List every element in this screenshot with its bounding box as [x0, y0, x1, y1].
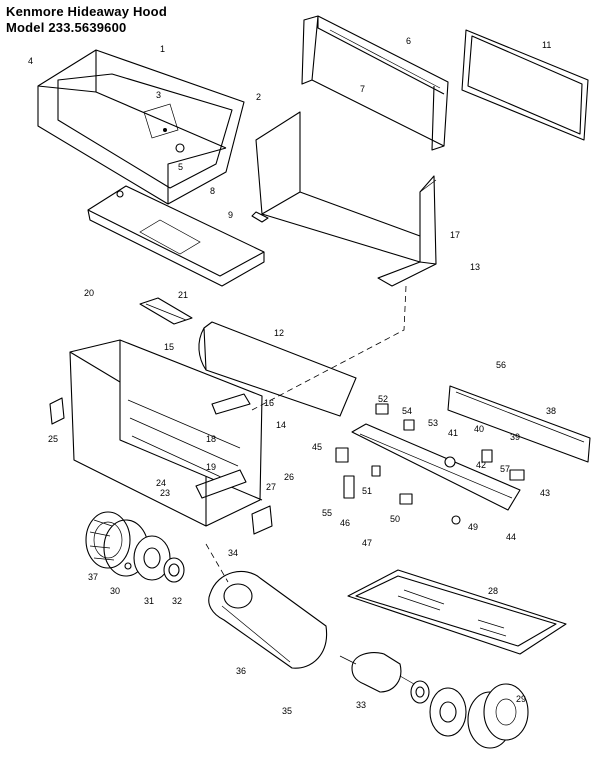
label-5: 5 — [178, 162, 183, 172]
part-37-blower-wheel — [85, 511, 149, 577]
part-36-cylinder-housing — [208, 570, 328, 669]
label-47: 47 — [362, 538, 372, 548]
label-37: 37 — [88, 572, 98, 582]
title-line-1: Kenmore Hideaway Hood — [6, 4, 167, 19]
part-21-strip — [139, 297, 193, 325]
label-42: 42 — [476, 460, 486, 470]
label-56: 56 — [496, 360, 506, 370]
lower-housing — [69, 339, 263, 527]
part-25-brackets — [49, 397, 273, 535]
diagram-title: Kenmore Hideaway Hood Model 233.5639600 — [6, 4, 167, 36]
label-15: 15 — [164, 342, 174, 352]
part-33-motor — [339, 651, 415, 693]
part-34-rod — [205, 543, 229, 583]
part-44-rail — [351, 423, 521, 511]
label-52: 52 — [378, 394, 388, 404]
label-16: 16 — [264, 398, 274, 408]
label-12: 12 — [274, 328, 284, 338]
label-33: 33 — [356, 700, 366, 710]
label-8: 8 — [210, 186, 215, 196]
label-29: 29 — [516, 694, 526, 704]
label-19: 19 — [206, 462, 216, 472]
label-14: 14 — [276, 420, 286, 430]
label-35: 35 — [282, 706, 292, 716]
label-31: 31 — [144, 596, 154, 606]
label-44: 44 — [506, 532, 516, 542]
part-labels: 1 2 3 4 5 6 7 8 9 11 12 13 14 15 16 17 1… — [28, 36, 556, 716]
label-54: 54 — [402, 406, 412, 416]
label-57: 57 — [500, 464, 510, 474]
part-9-tray — [87, 185, 265, 287]
label-30: 30 — [110, 586, 120, 596]
label-43: 43 — [540, 488, 550, 498]
part-12-shield — [198, 321, 357, 417]
label-41: 41 — [448, 428, 458, 438]
label-51: 51 — [362, 486, 372, 496]
label-4: 4 — [28, 56, 33, 66]
label-11: 11 — [542, 40, 551, 50]
label-53: 53 — [428, 418, 438, 428]
label-36: 36 — [236, 666, 246, 676]
label-20: 20 — [84, 288, 94, 298]
title-line-2: Model 233.5639600 — [6, 20, 127, 35]
alignment-dashes — [251, 285, 407, 411]
label-28: 28 — [488, 586, 498, 596]
rail-components — [335, 403, 525, 525]
label-2: 2 — [256, 92, 261, 102]
part-38-long-bar — [447, 385, 591, 463]
label-25: 25 — [48, 434, 58, 444]
label-45: 45 — [312, 442, 322, 452]
label-3: 3 — [156, 90, 161, 100]
label-50: 50 — [390, 514, 400, 524]
label-40: 40 — [474, 424, 484, 434]
part-6-back-panel — [301, 15, 449, 151]
label-7: 7 — [360, 84, 365, 94]
label-23: 23 — [160, 488, 170, 498]
label-26: 26 — [284, 472, 294, 482]
part-1-housing — [37, 49, 245, 205]
label-24: 24 — [156, 478, 166, 488]
label-1: 1 — [160, 44, 165, 54]
parts-31-32-left — [124, 535, 185, 583]
label-13: 13 — [470, 262, 480, 272]
part-13-side-frame — [251, 111, 437, 287]
label-21: 21 — [178, 290, 188, 300]
label-9: 9 — [228, 210, 233, 220]
parts-29-31-32-right — [410, 680, 529, 749]
part-11-filter-frame — [461, 29, 589, 141]
part-28-filter — [347, 569, 567, 655]
label-46: 46 — [340, 518, 350, 528]
label-17: 17 — [450, 230, 460, 240]
label-55: 55 — [322, 508, 332, 518]
label-49: 49 — [468, 522, 478, 532]
label-27: 27 — [266, 482, 276, 492]
label-18: 18 — [206, 434, 216, 444]
label-39: 39 — [510, 432, 520, 442]
label-38: 38 — [546, 406, 556, 416]
label-6: 6 — [406, 36, 411, 46]
label-32: 32 — [172, 596, 182, 606]
label-34: 34 — [228, 548, 238, 558]
